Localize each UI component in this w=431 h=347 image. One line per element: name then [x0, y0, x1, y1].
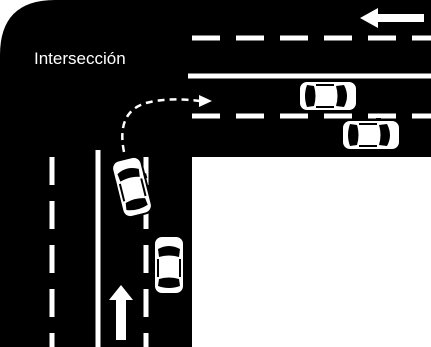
car-horizontal-2	[341, 117, 401, 153]
vertical-road-markings	[49, 150, 149, 347]
arrow-left-icon	[360, 8, 424, 28]
car-horizontal-1	[298, 78, 358, 114]
dashed-curved-arrow-icon	[121, 95, 212, 153]
horizontal-road-markings	[188, 35, 431, 119]
arrow-up-icon	[109, 285, 133, 340]
intersection-label: Intersección	[34, 49, 126, 68]
car-vertical-lane	[151, 235, 187, 295]
